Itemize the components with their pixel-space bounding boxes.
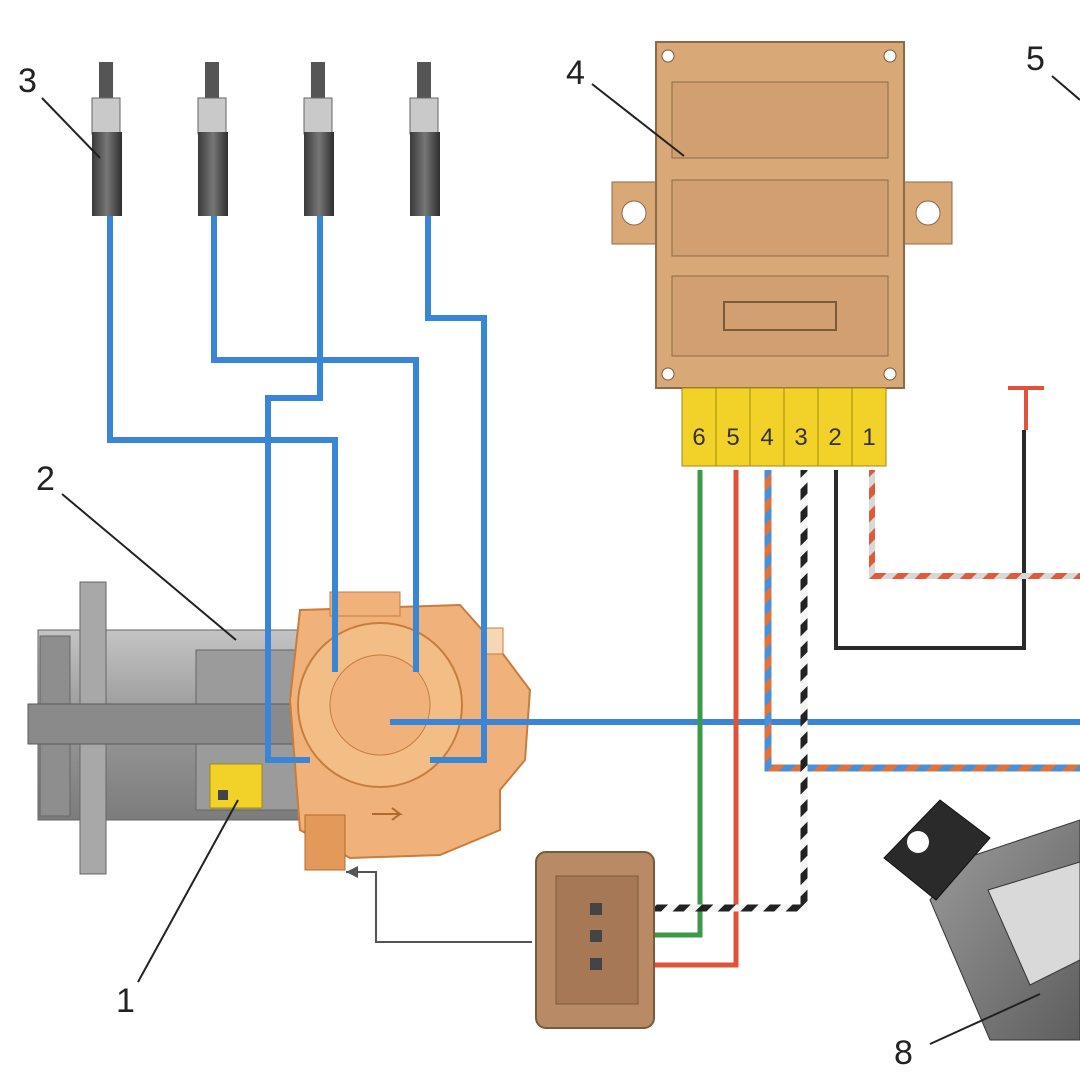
callout-3: 3 [18,62,37,100]
spark-plug-4 [409,62,440,216]
distributor-cap [288,591,532,871]
pin-label: 6 [692,424,705,451]
control-unit [611,41,953,389]
leader-lines [41,75,1080,1045]
control-unit-connector: 6 5 4 3 2 1 [681,387,887,467]
connector-pin-3: 3 [783,387,819,467]
key-icon [883,799,991,901]
connector-pin-1: 1 [851,387,887,467]
connector-pin-6: 6 [681,387,717,467]
callout-1: 1 [116,982,135,1020]
connector-pin-4: 4 [749,387,785,467]
spark-plugs [91,62,440,216]
ignition-switch [883,799,1080,1041]
sensor-connector [535,851,655,1029]
pin-label: 3 [794,424,807,451]
pin-label: 1 [862,424,875,451]
hall-sensor [209,763,263,809]
callout-5: 5 [1026,40,1045,78]
spark-plug-1 [91,62,122,216]
pin-label: 4 [760,424,773,451]
pin-label: 5 [726,424,739,451]
spark-plug-3 [303,62,334,216]
pin-label: 2 [828,424,841,451]
callout-4: 4 [566,54,585,92]
connector-pin-2: 2 [817,387,853,467]
spark-plug-2 [197,62,228,216]
callout-2: 2 [36,460,55,498]
callout-8: 8 [894,1034,913,1072]
connector-pin-5: 5 [715,387,751,467]
